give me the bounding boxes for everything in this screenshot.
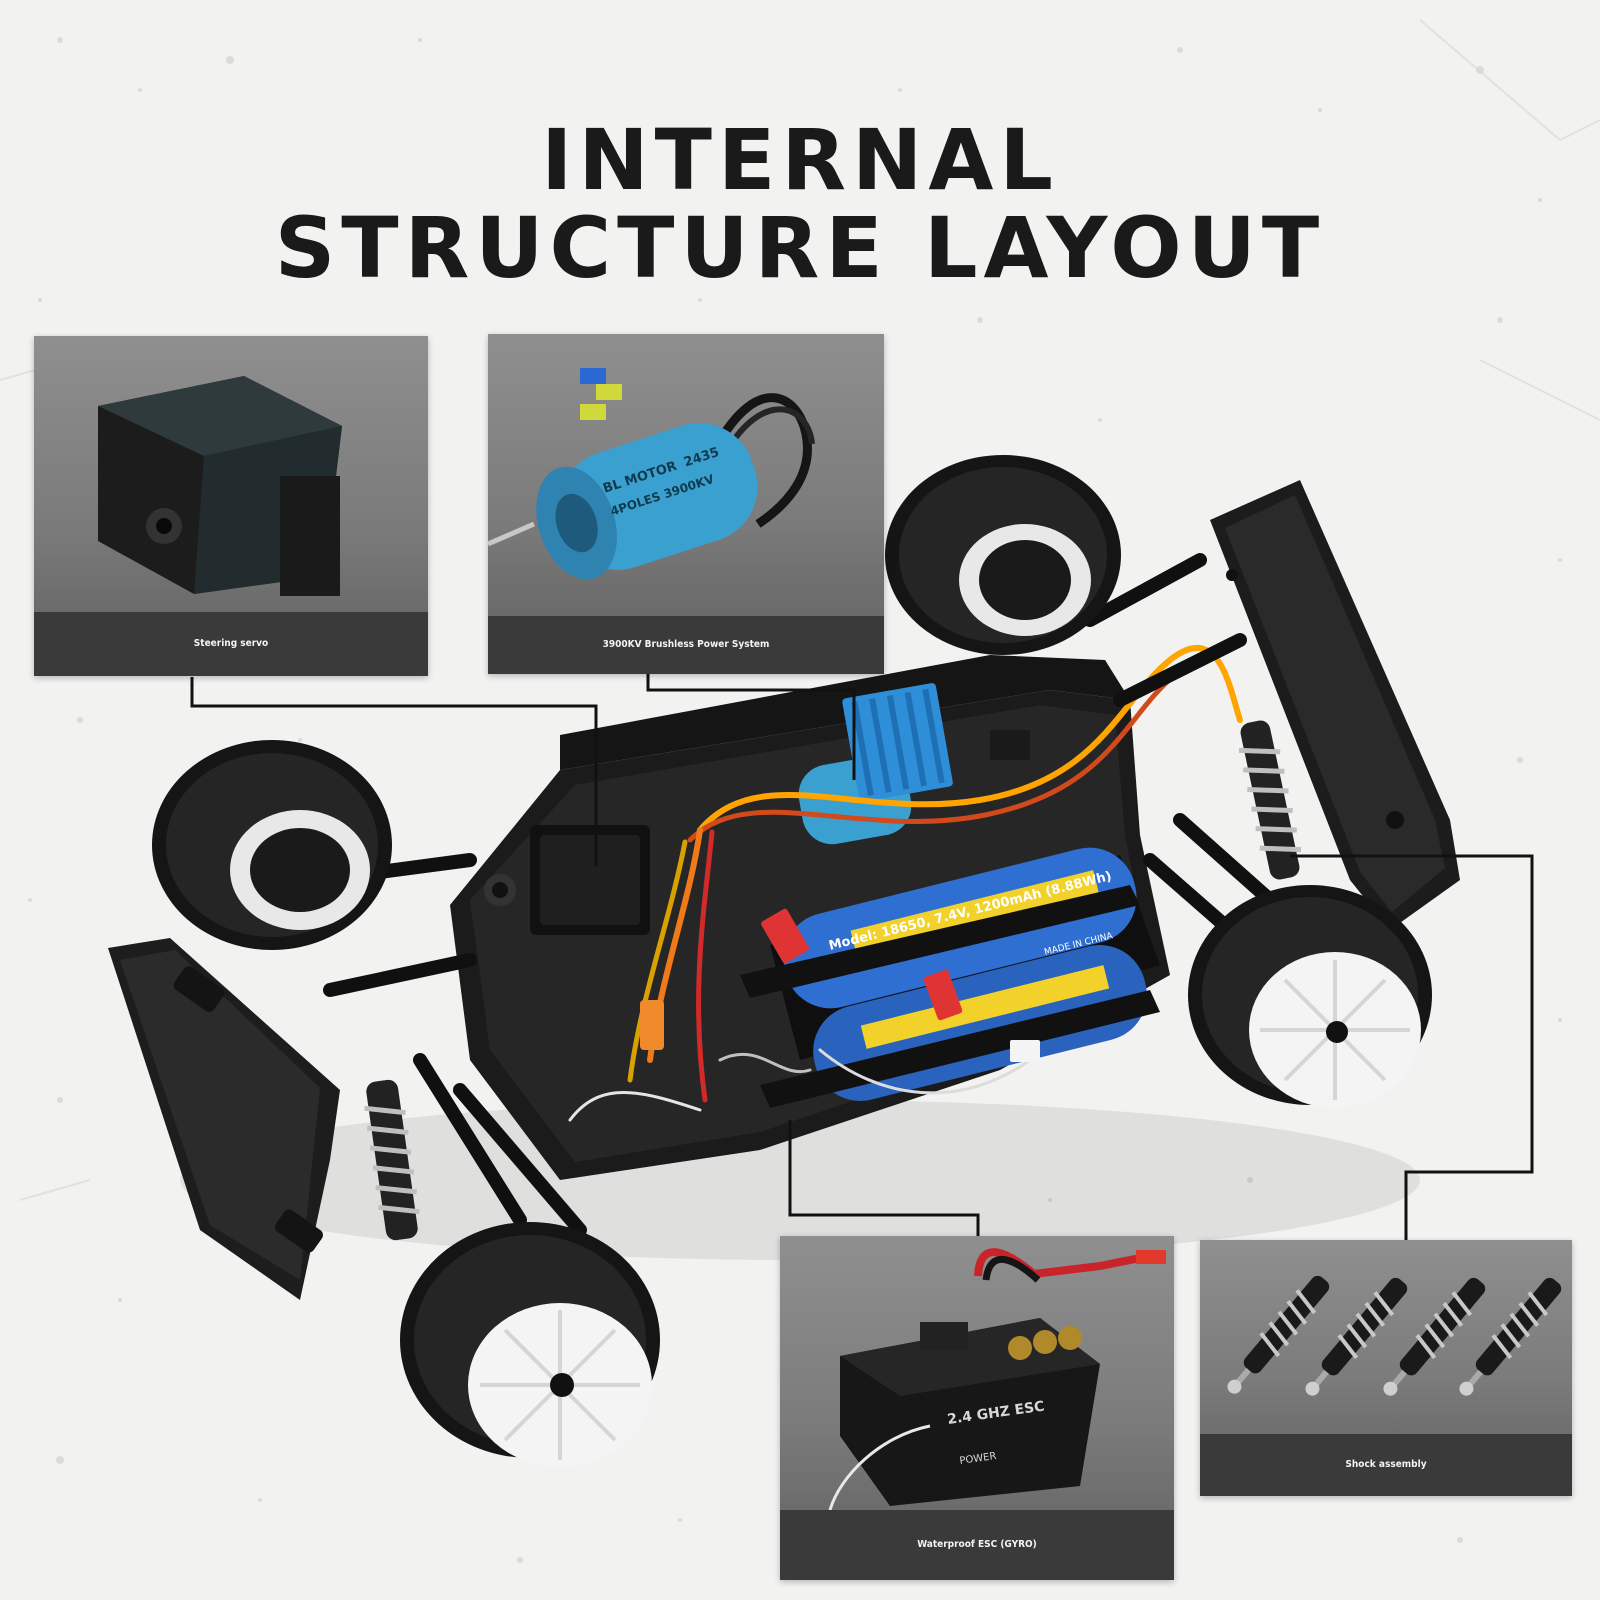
front-bumper xyxy=(108,938,340,1300)
esc-thumbnail: 2.4 GHZ ESC POWER xyxy=(828,1248,1166,1510)
shock-set xyxy=(1227,1275,1562,1396)
callout-panel-power-system: BL MOTOR 2435 4POLES 3900KV 3900KV Brush… xyxy=(488,334,884,674)
shock-assembly-label: Shock assembly xyxy=(1200,1434,1572,1496)
wheel-front-left xyxy=(152,740,392,950)
callout-panel-esc: 2.4 GHZ ESC POWER Waterproof ESC (GYRO) xyxy=(780,1236,1174,1580)
callout-panel-shock-assembly: Shock assembly xyxy=(1200,1240,1572,1496)
motor-thumbnail: BL MOTOR 2435 4POLES 3900KV xyxy=(488,368,815,580)
wheel-rear-left xyxy=(885,455,1121,655)
battery-pack: Model: 18650, 7.4V, 1200mAh (8.88Wh) MAD… xyxy=(740,847,1160,1108)
power-system-label: 3900KV Brushless Power System xyxy=(488,616,884,674)
wheel-rear-right xyxy=(1188,885,1432,1108)
steering-servo-label: Steering servo xyxy=(34,612,428,676)
shock-absorbers-on-car xyxy=(364,720,1302,1241)
callout-panel-steering-servo: Steering servo xyxy=(34,336,428,676)
esc-power-label: POWER xyxy=(959,1451,997,1467)
suspension-links xyxy=(313,553,1277,1237)
esc-label: Waterproof ESC (GYRO) xyxy=(780,1510,1174,1580)
wiring-harness xyxy=(568,645,1243,1122)
shock-thumbnail xyxy=(1227,1275,1562,1396)
wheel-front-right xyxy=(400,1222,660,1467)
title-line-1: INTERNAL xyxy=(541,111,1059,209)
servo-thumbnail xyxy=(98,376,342,596)
title-line-2: STRUCTURE LAYOUT xyxy=(274,199,1326,297)
